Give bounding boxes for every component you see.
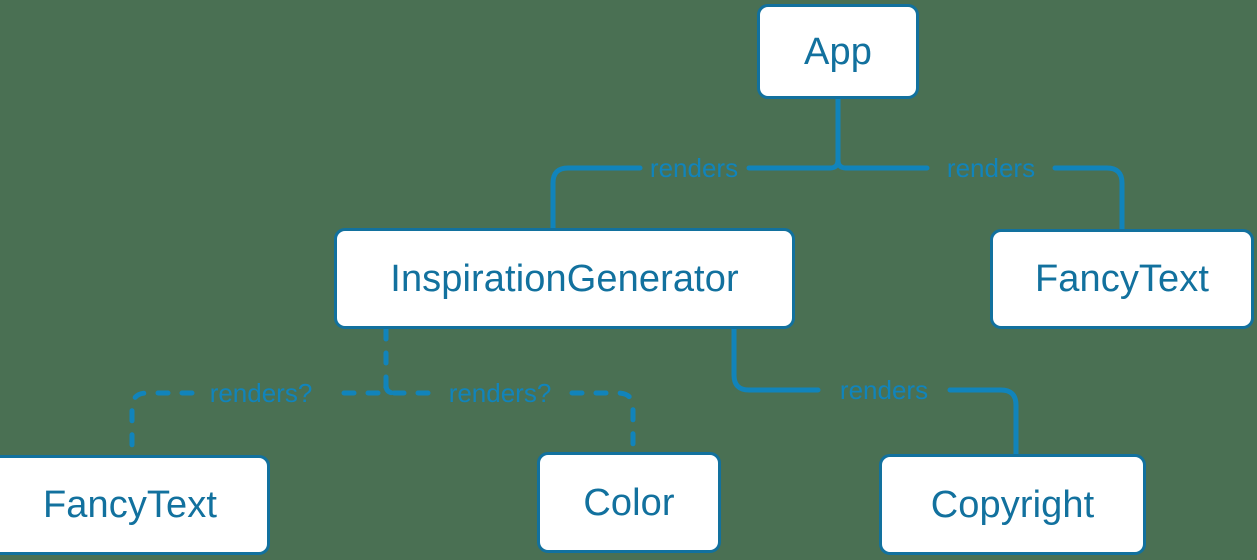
node-fancytext-bottom-label: FancyText xyxy=(42,484,218,526)
edge-label-app-to-inspiration: renders xyxy=(649,153,739,183)
node-fancytext-right[interactable]: FancyText xyxy=(990,229,1254,329)
edge-inspiration-to-fancytext-elbow xyxy=(129,390,195,458)
edge-inspiration-to-color-elbow xyxy=(569,390,636,455)
edge-label-inspiration-to-copyright: renders xyxy=(839,375,929,405)
edge-app-to-inspiration-left xyxy=(550,165,643,231)
node-app[interactable]: App xyxy=(757,4,919,99)
node-inspiration-generator[interactable]: InspirationGenerator xyxy=(334,228,795,329)
node-color[interactable]: Color xyxy=(537,452,721,553)
node-fancytext-bottom[interactable]: FancyText xyxy=(0,455,270,555)
edge-app-stem xyxy=(835,96,849,171)
node-copyright[interactable]: Copyright xyxy=(879,454,1146,555)
node-fancytext-right-label: FancyText xyxy=(1034,258,1210,300)
edge-label-app-to-fancytext: renders xyxy=(946,153,1036,183)
edge-label-inspiration-to-fancytext: renders? xyxy=(209,378,313,408)
edge-app-to-fancytext-right xyxy=(1052,165,1125,232)
edge-inspiration-to-copyright-drop xyxy=(947,387,1019,457)
node-copyright-label: Copyright xyxy=(930,483,1095,526)
edge-inspiration-to-copyright-elbow xyxy=(731,326,821,393)
edge-label-inspiration-to-color: renders? xyxy=(448,378,552,408)
node-app-label: App xyxy=(804,30,872,73)
node-color-label: Color xyxy=(583,481,675,524)
node-inspiration-generator-label: InspirationGenerator xyxy=(390,257,739,300)
